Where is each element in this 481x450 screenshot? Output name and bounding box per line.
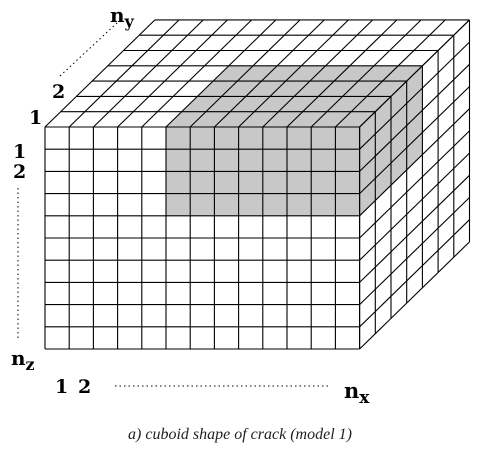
label-2-x: 2 [78,376,91,398]
label-2-z: 2 [13,161,26,183]
label-ny: ny [110,3,135,31]
top-grid-depth [286,19,398,128]
right-grid-depth [359,197,470,305]
right-grid-depth [359,63,470,172]
right-grid-depth [359,86,470,194]
top-grid-depth [165,19,277,128]
right-grid-depth [359,174,470,283]
right-grid-depth [359,241,470,350]
right-grid-depth [359,130,470,239]
right-grid-depth [359,219,470,328]
top-grid-depth [117,19,228,128]
label-nx: nx [344,378,370,408]
top-grid-depth [214,19,325,128]
top-grid-depth [44,19,156,128]
right-grid-depth [359,152,470,261]
top-grid-depth [238,19,349,128]
label-1-x: 1 [55,376,68,398]
cuboid-grid [44,19,471,350]
top-grid-depth [310,19,422,128]
top-grid-depth [335,19,446,128]
top-grid-depth [68,19,180,128]
top-grid-depth [93,19,204,128]
label-2-y: 2 [52,81,65,103]
label-1-top: 1 [29,107,42,129]
right-grid-depth [359,108,470,217]
right-grid-depth [359,19,470,128]
top-grid-depth [189,19,301,128]
cuboid-faces [45,19,470,350]
top-grid-depth [262,19,374,128]
label-nz: nz [11,346,35,374]
figure-caption: a) cuboid shape of crack (model 1) [128,426,352,443]
label-1-z: 1 [13,141,26,163]
top-grid-depth [141,19,253,128]
right-grid-depth [359,41,470,150]
